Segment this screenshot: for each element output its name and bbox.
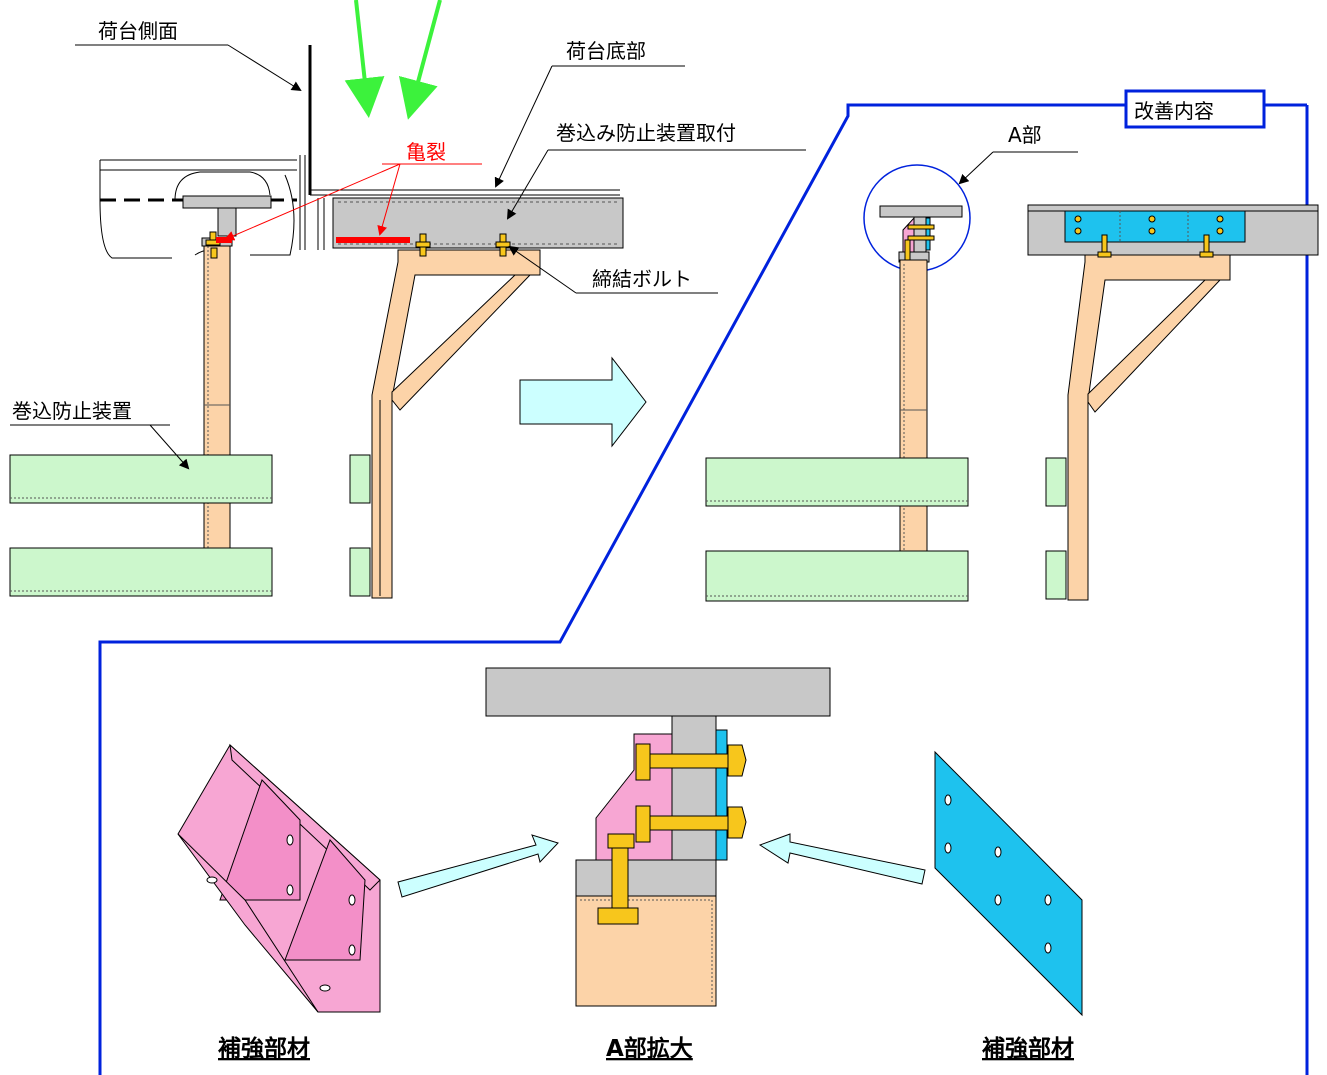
caption-reinforce-left: 補強部材 [217, 1035, 310, 1062]
label-bed-side: 荷台側面 [98, 19, 178, 43]
guard-bar-lower-right [705, 550, 969, 602]
guard-bracket [371, 249, 541, 599]
part-a-enlarged [485, 667, 831, 1007]
bed-side-wall [308, 45, 620, 250]
improvement-frame [98, 103, 1129, 1075]
label-part-a: A部 [1008, 123, 1042, 147]
label-bed-bottom: 荷台底部 [566, 39, 646, 63]
caption-enlarge: A部拡大 [606, 1035, 693, 1062]
crack-mark [336, 237, 410, 243]
label-improvement: 改善内容 [1134, 99, 1214, 123]
left-tbeam [182, 195, 272, 237]
transition-arrow [519, 356, 647, 448]
label-crack: 亀裂 [406, 140, 446, 164]
guard-bar-lower-left [9, 547, 273, 597]
right-beam-assembly [1027, 204, 1319, 601]
label-guard: 巻込防止装置 [12, 399, 132, 423]
arrow-left-to-center [397, 834, 559, 898]
reinforcement-cyan [934, 750, 1083, 1017]
reinforcement-pink [177, 743, 381, 1013]
label-bolt: 締結ボルト [592, 267, 692, 291]
caption-reinforce-right: 補強部材 [981, 1035, 1074, 1062]
guard-bar-upper-left [9, 454, 273, 504]
bracket-bolts [415, 233, 511, 257]
green-pointer-arrows [344, 0, 442, 120]
improvement-title-box [1124, 89, 1266, 129]
arrow-right-to-center [758, 833, 926, 885]
label-guard-mount: 巻込み防止装置取付 [556, 121, 736, 145]
guard-bar-upper-right [705, 457, 969, 507]
